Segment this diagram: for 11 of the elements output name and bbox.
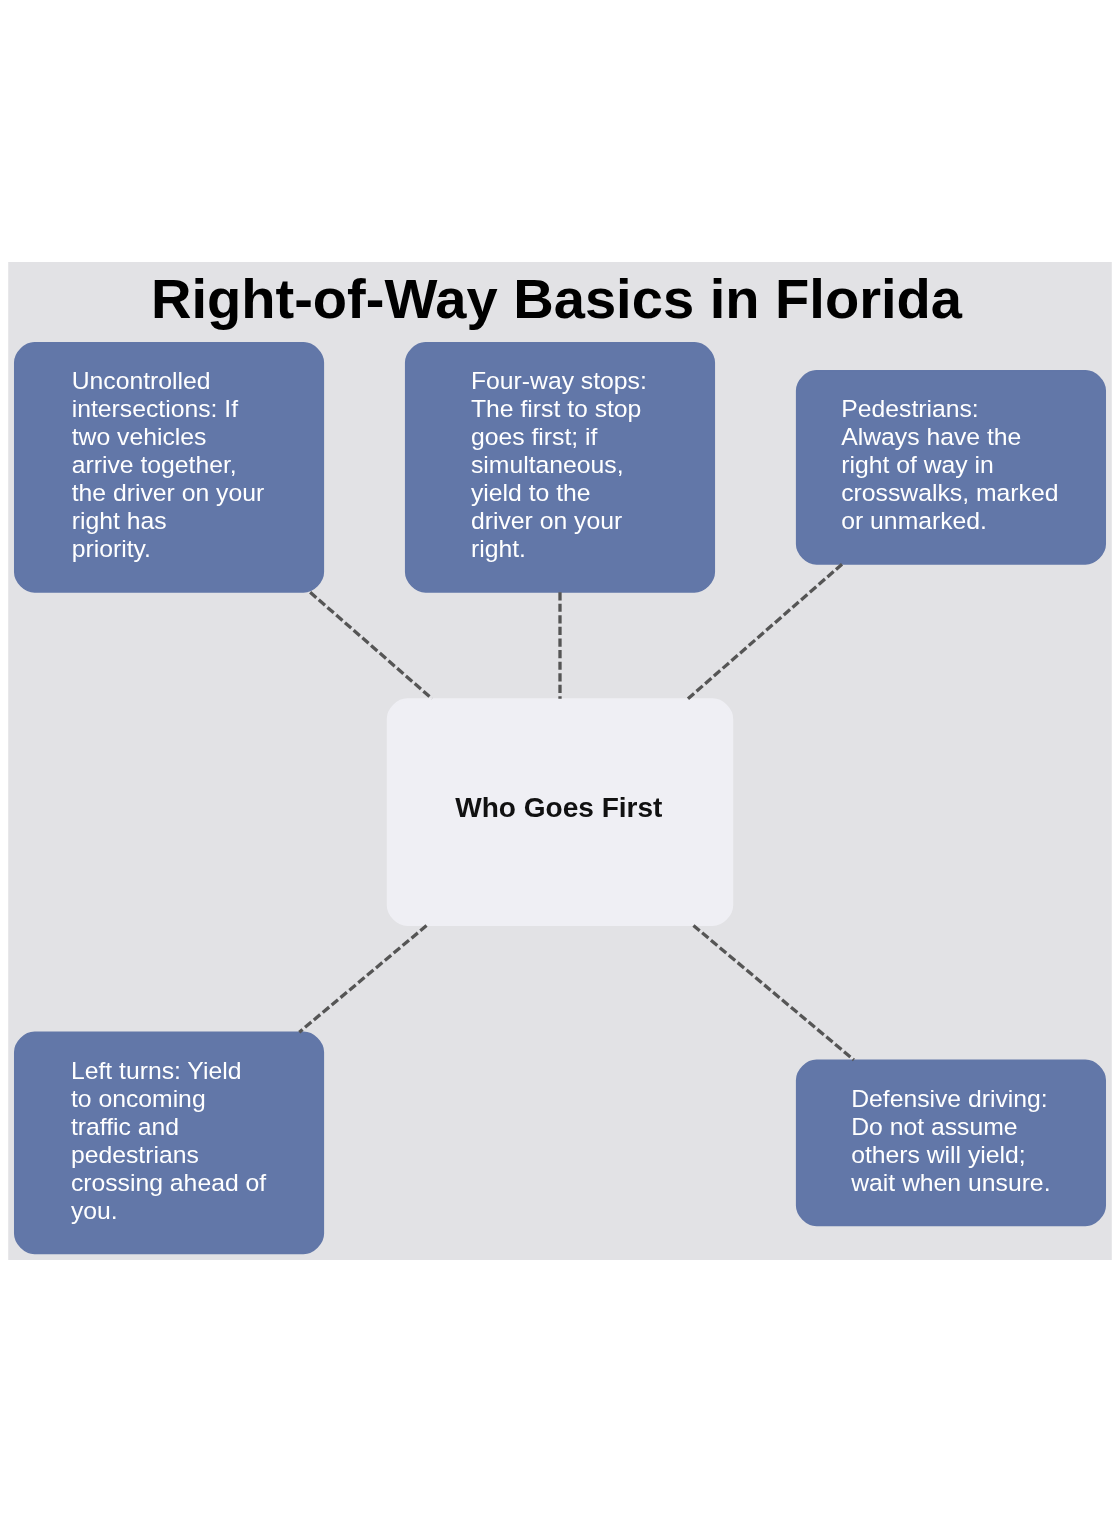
connector — [686, 562, 844, 701]
node-box: Who Goes First — [386, 698, 734, 926]
node-box: Defensive driving: Do not assume others will yield; wait when unsure. — [795, 1059, 1106, 1227]
connector — [298, 924, 428, 1034]
connector — [558, 592, 562, 699]
diagram-title: Right-of-Way Basics in Florida — [150, 267, 963, 331]
node-box: Uncontrolled intersections: If two vehicles arrive together, the driver on your right has priority. — [14, 342, 325, 593]
node-box: Pedestrians: Always have the right of way in crosswalks, marked or unmarked. — [795, 370, 1106, 565]
node-box: Left turns: Yield to oncoming traffic and pedestrians crossing ahead of you. — [14, 1031, 325, 1255]
node-box: Four-way stops: The first to stop goes first; if simultaneous, yield to the driver on your right. — [404, 342, 716, 593]
connector — [692, 924, 855, 1062]
